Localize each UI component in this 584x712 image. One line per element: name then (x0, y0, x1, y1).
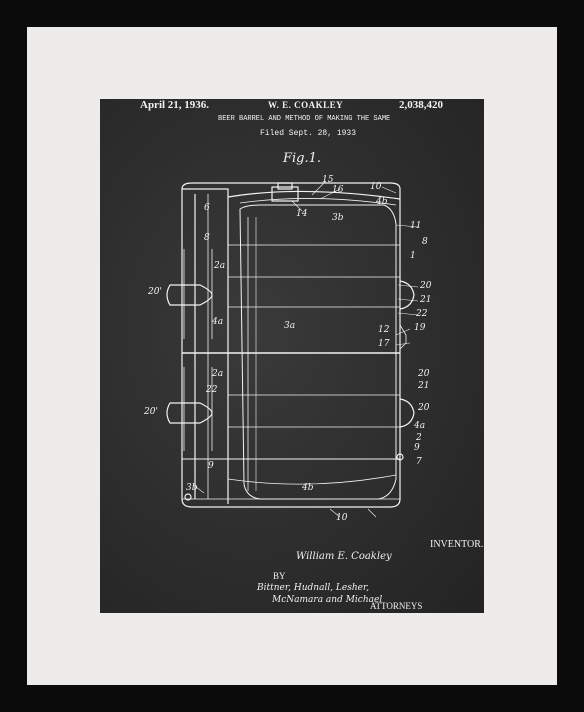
patent-inventor-header: W. E. COAKLEY (268, 100, 344, 110)
callout-label: 9 (414, 443, 420, 453)
callout-label: 9 (208, 461, 214, 471)
callout-label: 3b (332, 213, 344, 223)
callout-label: 14 (296, 209, 308, 219)
callout-label: 1 (410, 251, 416, 261)
callout-label: 8 (422, 237, 428, 247)
callout-label: 19 (414, 323, 426, 333)
callout-label: 20 (418, 369, 430, 379)
callout-label: 22 (206, 385, 218, 395)
chalkboard-patent-print: April 21, 1936. W. E. COAKLEY 2,038,420 … (100, 99, 484, 613)
callout-label: 6 (204, 203, 210, 213)
inventor-signature: William E. Coakley (296, 551, 392, 562)
attorney-signature-line-2: McNamara and Michael (272, 595, 383, 605)
callout-label: 20' (144, 407, 158, 417)
callout-label: 3a (284, 321, 296, 331)
patent-date: April 21, 1936. (140, 99, 210, 111)
callout-label: 15 (322, 175, 334, 185)
barrel-outline (181, 182, 401, 508)
callout-label: 20 (418, 403, 430, 413)
patent-filed-date: Filed Sept. 28, 1933 (260, 129, 357, 138)
callout-label: 20' (148, 287, 162, 297)
callout-label: 21 (420, 295, 432, 305)
callout-label: 4a (414, 421, 426, 431)
callout-label: 7 (416, 457, 422, 467)
by-label: BY (273, 571, 286, 581)
callout-label: 4b (302, 483, 314, 493)
callout-label: 10 (336, 513, 348, 523)
figure-label: Fig.1. (283, 151, 322, 166)
callout-label: 2 (416, 433, 422, 443)
callout-label: 16 (332, 185, 344, 195)
callout-label: 3b (186, 483, 198, 493)
attorney-signature-line-1: Bittner, Hudnall, Lesher, (257, 583, 370, 593)
callout-label: 10 (370, 182, 382, 192)
callout-label: 20 (420, 281, 432, 291)
callout-label: 21 (418, 381, 430, 391)
callout-label: 12 (378, 325, 390, 335)
callout-label: 17 (378, 339, 390, 349)
attorneys-label: ATTORNEYS (370, 601, 423, 611)
callout-label: 4a (212, 317, 224, 327)
callout-label: 4b (376, 197, 388, 207)
callout-label: 8 (204, 233, 210, 243)
patent-number: 2,038,420 (399, 99, 443, 111)
callout-label: 22 (416, 309, 428, 319)
callout-label: 2a (214, 261, 226, 271)
patent-title: BEER BARREL AND METHOD OF MAKING THE SAM… (218, 115, 391, 123)
inventor-label: INVENTOR. (430, 539, 484, 550)
callout-label: 2a (212, 369, 224, 379)
callout-label: 11 (410, 221, 422, 231)
barrel-drawing (166, 180, 419, 518)
